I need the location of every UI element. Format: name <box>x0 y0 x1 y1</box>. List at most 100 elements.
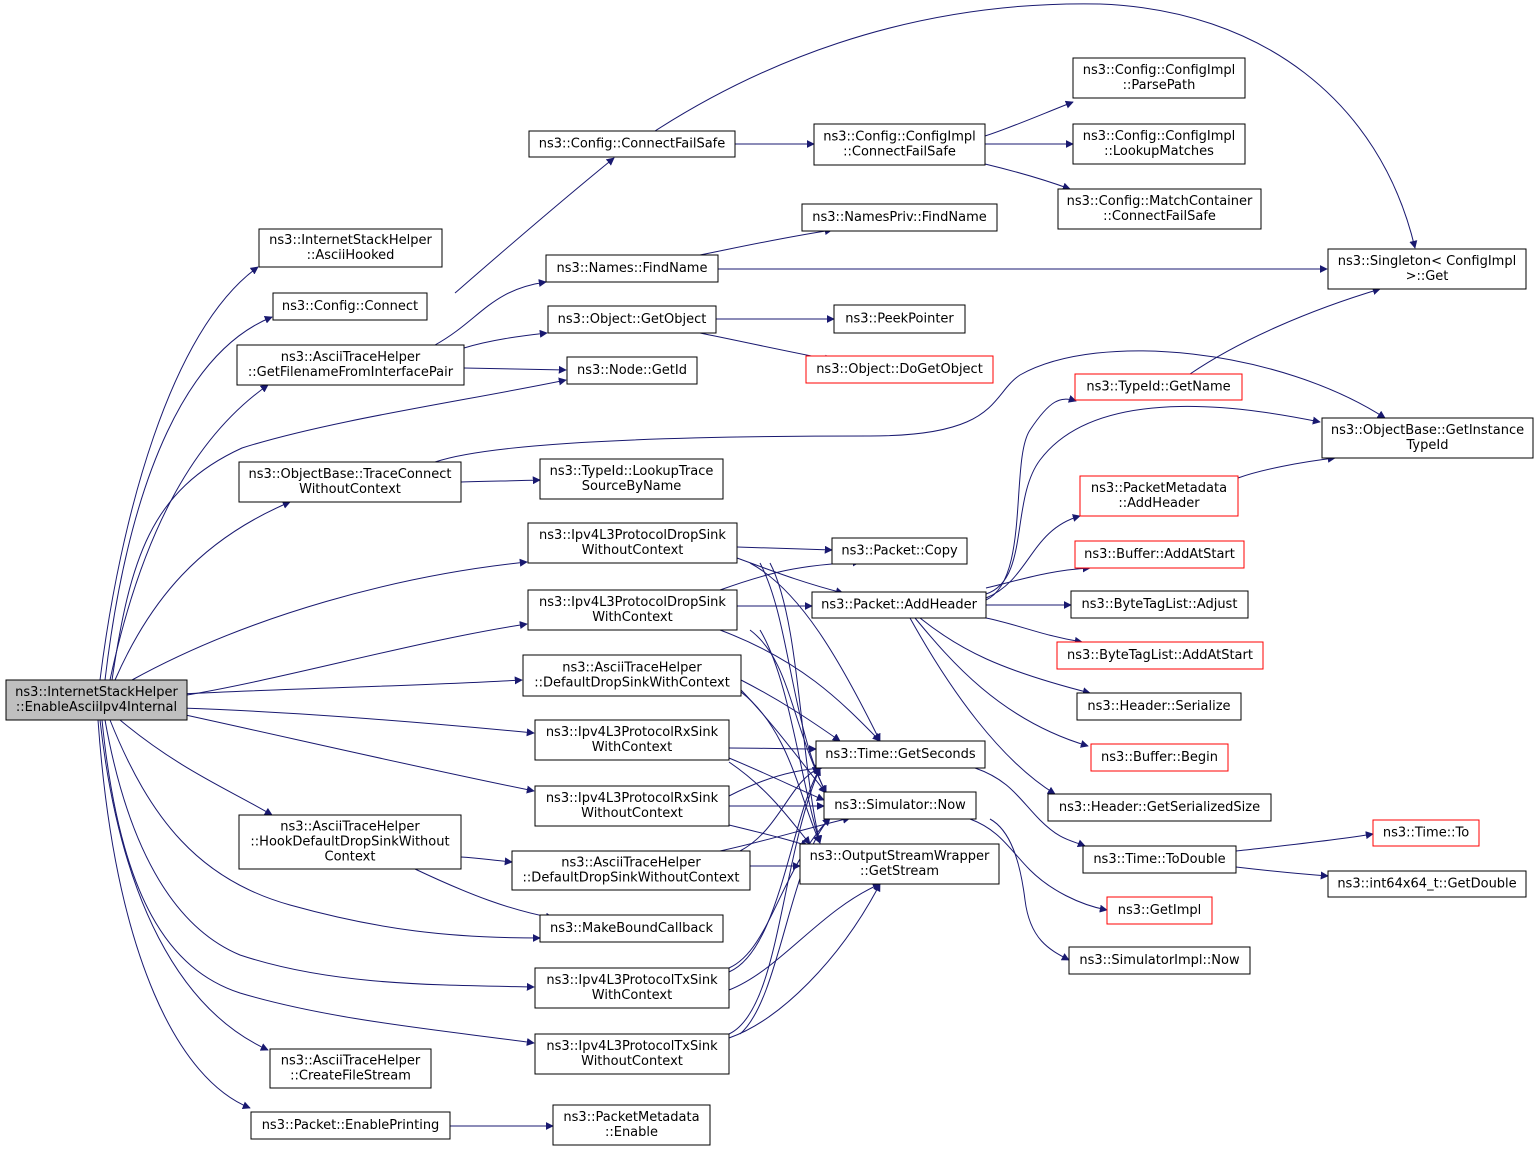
call-edge <box>414 868 554 921</box>
call-arrow <box>985 395 1077 601</box>
node-node-get-id[interactable]: ns3::Node::GetId <box>566 356 698 385</box>
node-packet-add-header[interactable]: ns3::Packet::AddHeader <box>811 591 987 619</box>
call-edge <box>909 617 1056 795</box>
node-label: ::DefaultDropSinkWithContext <box>534 676 730 691</box>
node-enable-printing[interactable]: ns3::Packet::EnablePrinting <box>250 1111 451 1140</box>
node-label: ns3::Header::GetSerializedSize <box>1059 800 1260 815</box>
node-connect-fail-safe[interactable]: ns3::Config::ConnectFailSafe <box>528 130 736 158</box>
call-arrow <box>736 545 833 554</box>
node-label: WithContext <box>592 610 672 625</box>
node-simulator-now[interactable]: ns3::Simulator::Now <box>823 791 977 820</box>
node-type-id-get-name[interactable]: ns3::TypeId::GetName <box>1074 373 1243 401</box>
node-get-stream[interactable]: ns3::OutputStreamWrapper::GetStream <box>799 843 1000 885</box>
call-edge <box>749 562 881 742</box>
call-edge <box>739 817 831 1035</box>
node-box <box>813 123 986 166</box>
node-box <box>236 344 465 386</box>
node-time-to-double[interactable]: ns3::Time::ToDouble <box>1082 845 1237 874</box>
function-nodes: ns3::InternetStackHelper::EnableAsciiIpv… <box>5 57 1534 1146</box>
node-header-serialize[interactable]: ns3::Header::Serialize <box>1076 692 1242 721</box>
node-do-get-object[interactable]: ns3::Object::DoGetObject <box>805 355 994 384</box>
node-names-priv-find-name[interactable]: ns3::NamesPriv::FindName <box>801 203 998 232</box>
node-parse-path[interactable]: ns3::Config::ConfigImpl::ParsePath <box>1072 57 1246 99</box>
node-label: ::GetFilenameFromInterfacePair <box>248 365 454 380</box>
node-config-connect[interactable]: ns3::Config::Connect <box>272 292 428 321</box>
node-lookup-matches[interactable]: ns3::Config::ConfigImpl::LookupMatches <box>1072 123 1246 165</box>
node-header-get-size[interactable]: ns3::Header::GetSerializedSize <box>1047 793 1272 822</box>
node-pm-add-header[interactable]: ns3::PacketMetadata::AddHeader <box>1079 475 1239 517</box>
call-arrow <box>719 815 851 852</box>
node-label: ns3::PacketMetadata <box>563 1110 699 1125</box>
call-edge <box>699 227 833 256</box>
node-box <box>238 814 462 870</box>
node-singleton-get[interactable]: ns3::Singleton< ConfigImpl >::Get <box>1327 248 1527 290</box>
node-label: ns3::Ipv4L3ProtocolRxSink <box>546 725 719 740</box>
node-box <box>811 591 987 619</box>
node-packet-metadata-enable[interactable]: ns3::PacketMetadata::Enable <box>552 1104 711 1146</box>
node-box <box>272 292 428 321</box>
node-drop-sink-without-ctx[interactable]: ns3::Ipv4L3ProtocolDropSinkWithoutContex… <box>527 522 738 564</box>
call-arrow <box>1189 287 1381 375</box>
node-label: WithoutContext <box>299 482 401 497</box>
node-buffer-add-at-start[interactable]: ns3::Buffer::AddAtStart <box>1074 540 1245 569</box>
node-sim-impl-now[interactable]: ns3::SimulatorImpl::Now <box>1068 946 1251 975</box>
node-label: ns3::Ipv4L3ProtocolTxSink <box>546 973 718 988</box>
node-packet-copy[interactable]: ns3::Packet::Copy <box>831 537 968 565</box>
node-time-to[interactable]: ns3::Time::To <box>1372 819 1480 847</box>
node-label: ns3::Packet::Copy <box>841 544 958 559</box>
node-label: ::GetStream <box>860 864 939 879</box>
node-time-get-seconds[interactable]: ns3::Time::GetSeconds <box>815 740 986 769</box>
node-label: ::DefaultDropSinkWithoutContext <box>523 871 740 886</box>
node-box <box>1372 819 1480 847</box>
node-box <box>1082 845 1237 874</box>
node-hook-default[interactable]: ns3::AsciiTraceHelper::HookDefaultDropSi… <box>238 814 462 870</box>
call-arrow <box>909 617 1056 795</box>
call-arrow <box>719 558 861 591</box>
node-label: ns3::Names::FindName <box>557 261 708 276</box>
node-label: ::ConnectFailSafe <box>843 145 956 160</box>
node-root[interactable]: ns3::InternetStackHelper::EnableAsciiIpv… <box>5 679 188 721</box>
call-edge <box>460 476 541 485</box>
node-object-get-object[interactable]: ns3::Object::GetObject <box>547 305 717 334</box>
node-label: ::HookDefaultDropSinkWithout <box>250 835 449 850</box>
node-ascii-hooked[interactable]: ns3::InternetStackHelper::AsciiHooked <box>258 228 443 268</box>
call-edge <box>985 564 1091 589</box>
call-arrow <box>728 757 825 801</box>
node-label: WithContext <box>592 988 672 1003</box>
node-label: ns3::Packet::EnablePrinting <box>262 1118 440 1133</box>
call-arrow <box>740 679 841 742</box>
node-int64-get-double[interactable]: ns3::int64x64_t::GetDouble <box>1327 870 1527 898</box>
node-config-impl-connect-fail-safe[interactable]: ns3::Config::ConfigImpl::ConnectFailSafe <box>813 123 986 166</box>
node-label: ns3::AsciiTraceHelper <box>281 1054 421 1069</box>
node-trace-connect[interactable]: ns3::ObjectBase::TraceConnectWithoutCont… <box>238 461 462 503</box>
call-arrow <box>699 227 833 256</box>
node-default-drop-without-ctx[interactable]: ns3::AsciiTraceHelper::DefaultDropSinkWi… <box>511 850 751 891</box>
node-peek-pointer[interactable]: ns3::PeekPointer <box>833 304 966 334</box>
node-byte-tag-add-at-start[interactable]: ns3::ByteTagList::AddAtStart <box>1056 641 1264 670</box>
node-names-find-name[interactable]: ns3::Names::FindName <box>545 254 719 283</box>
node-byte-tag-adjust[interactable]: ns3::ByteTagList::Adjust <box>1070 590 1249 619</box>
call-arrow <box>739 766 821 852</box>
node-match-container[interactable]: ns3::Config::MatchContainer::ConnectFail… <box>1057 188 1262 230</box>
node-label: ns3::AsciiTraceHelper <box>281 350 421 365</box>
call-arrow <box>728 883 881 991</box>
node-buffer-begin[interactable]: ns3::Buffer::Begin <box>1090 743 1229 772</box>
call-edge <box>989 818 1070 961</box>
node-get-filename[interactable]: ns3::AsciiTraceHelper::GetFilenameFromIn… <box>236 344 465 386</box>
node-make-bound-callback[interactable]: ns3::MakeBoundCallback <box>539 914 724 943</box>
node-create-file-stream[interactable]: ns3::AsciiTraceHelper::CreateFileStream <box>269 1048 432 1089</box>
node-box <box>539 458 724 500</box>
call-edge <box>1235 866 1329 880</box>
node-default-drop-with-ctx[interactable]: ns3::AsciiTraceHelper::DefaultDropSinkWi… <box>522 654 742 697</box>
call-edge <box>434 279 547 346</box>
node-box <box>1070 590 1249 619</box>
node-get-impl[interactable]: ns3::GetImpl <box>1106 896 1213 925</box>
call-edge <box>114 501 291 681</box>
